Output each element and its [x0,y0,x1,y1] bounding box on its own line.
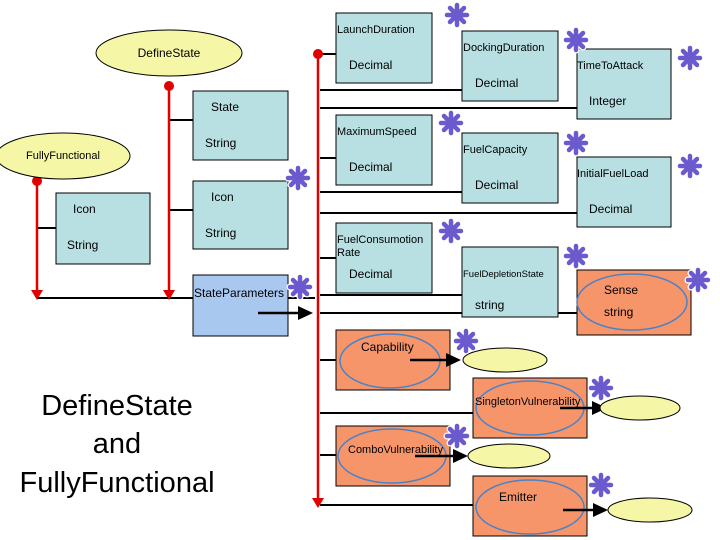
fuel-depletion-state-type: string [475,298,504,312]
fuel-consumption-rate-name-line1: FuelConsumotion [337,234,423,246]
star-icon [566,30,586,50]
initial-fuel-load-box[interactable]: InitialFuelLoad Decimal [576,156,672,228]
star-icon [441,221,461,241]
state-parameters-box[interactable]: StateParameters [192,274,313,337]
emitter-box[interactable]: Emitter [472,475,608,537]
star-icon [456,331,476,351]
caption-line3: FullyFunctional [19,467,214,499]
star-icon [290,277,310,297]
sense-box[interactable]: Sense string [576,269,692,336]
fuel-depletion-state-name: FuelDepletionState [463,269,544,280]
launch-duration-type: Decimal [349,58,392,72]
singleton-vulnerability-target-ellipse [599,395,681,421]
fuel-consumption-rate-type: Decimal [349,267,392,281]
star-icon [680,48,700,68]
capability-target-ellipse [462,347,548,373]
define-icon-name: Icon [211,190,234,204]
star-icon [688,270,708,290]
state-attribute-box[interactable]: State String [192,90,289,161]
define-icon-type: String [205,226,236,240]
maximum-speed-box[interactable]: MaximumSpeed Decimal [335,114,433,186]
capability-box[interactable]: Capability [335,329,461,391]
time-to-attack-name: TimeToAttack [577,60,644,72]
star-icon [566,133,586,153]
docking-duration-name: DockingDuration [463,42,544,54]
emitter-target-ellipse [607,497,693,523]
combo-vulnerability-label: ComboVulnerability [348,444,443,456]
red-connectors [31,49,324,508]
fuel-capacity-type: Decimal [475,178,518,192]
caption-line1: DefineState [41,390,193,422]
singleton-vulnerability-box[interactable]: SingletonVulnerability [472,377,607,439]
star-icon [441,113,461,133]
maximum-speed-name: MaximumSpeed [337,126,416,138]
star-icon [566,246,586,266]
define-icon-attribute-box[interactable]: Icon String [192,180,289,250]
combo-vulnerability-box[interactable]: ComboVulnerability [335,425,468,487]
star-icon [447,5,467,25]
ff-icon-name: Icon [73,202,96,216]
emitter-label: Emitter [499,490,537,504]
docking-duration-box[interactable]: DockingDuration Decimal [461,30,559,102]
singleton-vulnerability-label: SingletonVulnerability [475,396,581,408]
fully-functional-node[interactable]: FullyFunctional [0,132,131,180]
sense-type: string [604,305,633,319]
define-state-label: DefineState [138,46,201,60]
ff-icon-type: String [67,238,98,252]
time-to-attack-type: Integer [589,94,626,108]
launch-duration-box[interactable]: LaunchDuration Decimal [335,12,433,84]
launch-duration-name: LaunchDuration [337,24,415,36]
time-to-attack-box[interactable]: TimeToAttack Integer [576,48,672,120]
capability-label: Capability [361,340,414,354]
sense-name: Sense [604,283,638,297]
initial-fuel-load-name: InitialFuelLoad [577,168,649,180]
fuel-consumption-rate-name-line2: Rate [337,247,360,259]
caption-line2: and [93,428,141,460]
fully-functional-label: FullyFunctional [26,150,100,162]
maximum-speed-type: Decimal [349,160,392,174]
fuel-capacity-box[interactable]: FuelCapacity Decimal [461,132,559,204]
state-attribute-name: State [211,100,239,114]
star-icon [680,156,700,176]
fuel-capacity-name: FuelCapacity [463,144,528,156]
fuel-consumption-rate-box[interactable]: FuelConsumotion Rate Decimal [335,222,433,294]
ff-icon-attribute-box[interactable]: Icon String [55,192,151,265]
initial-fuel-load-type: Decimal [589,202,632,216]
state-attribute-type: String [205,136,236,150]
combo-vulnerability-target-ellipse [467,443,551,469]
fuel-depletion-state-box[interactable]: FuelDepletionState string [461,246,559,318]
star-icon [288,168,308,188]
star-icon [591,378,611,398]
docking-duration-type: Decimal [475,76,518,90]
star-icon [591,475,611,495]
star-icon [447,426,467,446]
define-state-node[interactable]: DefineState [95,29,243,77]
state-parameters-label: StateParameters [194,286,284,300]
diagram-caption: DefineState and FullyFunctional [19,390,214,499]
